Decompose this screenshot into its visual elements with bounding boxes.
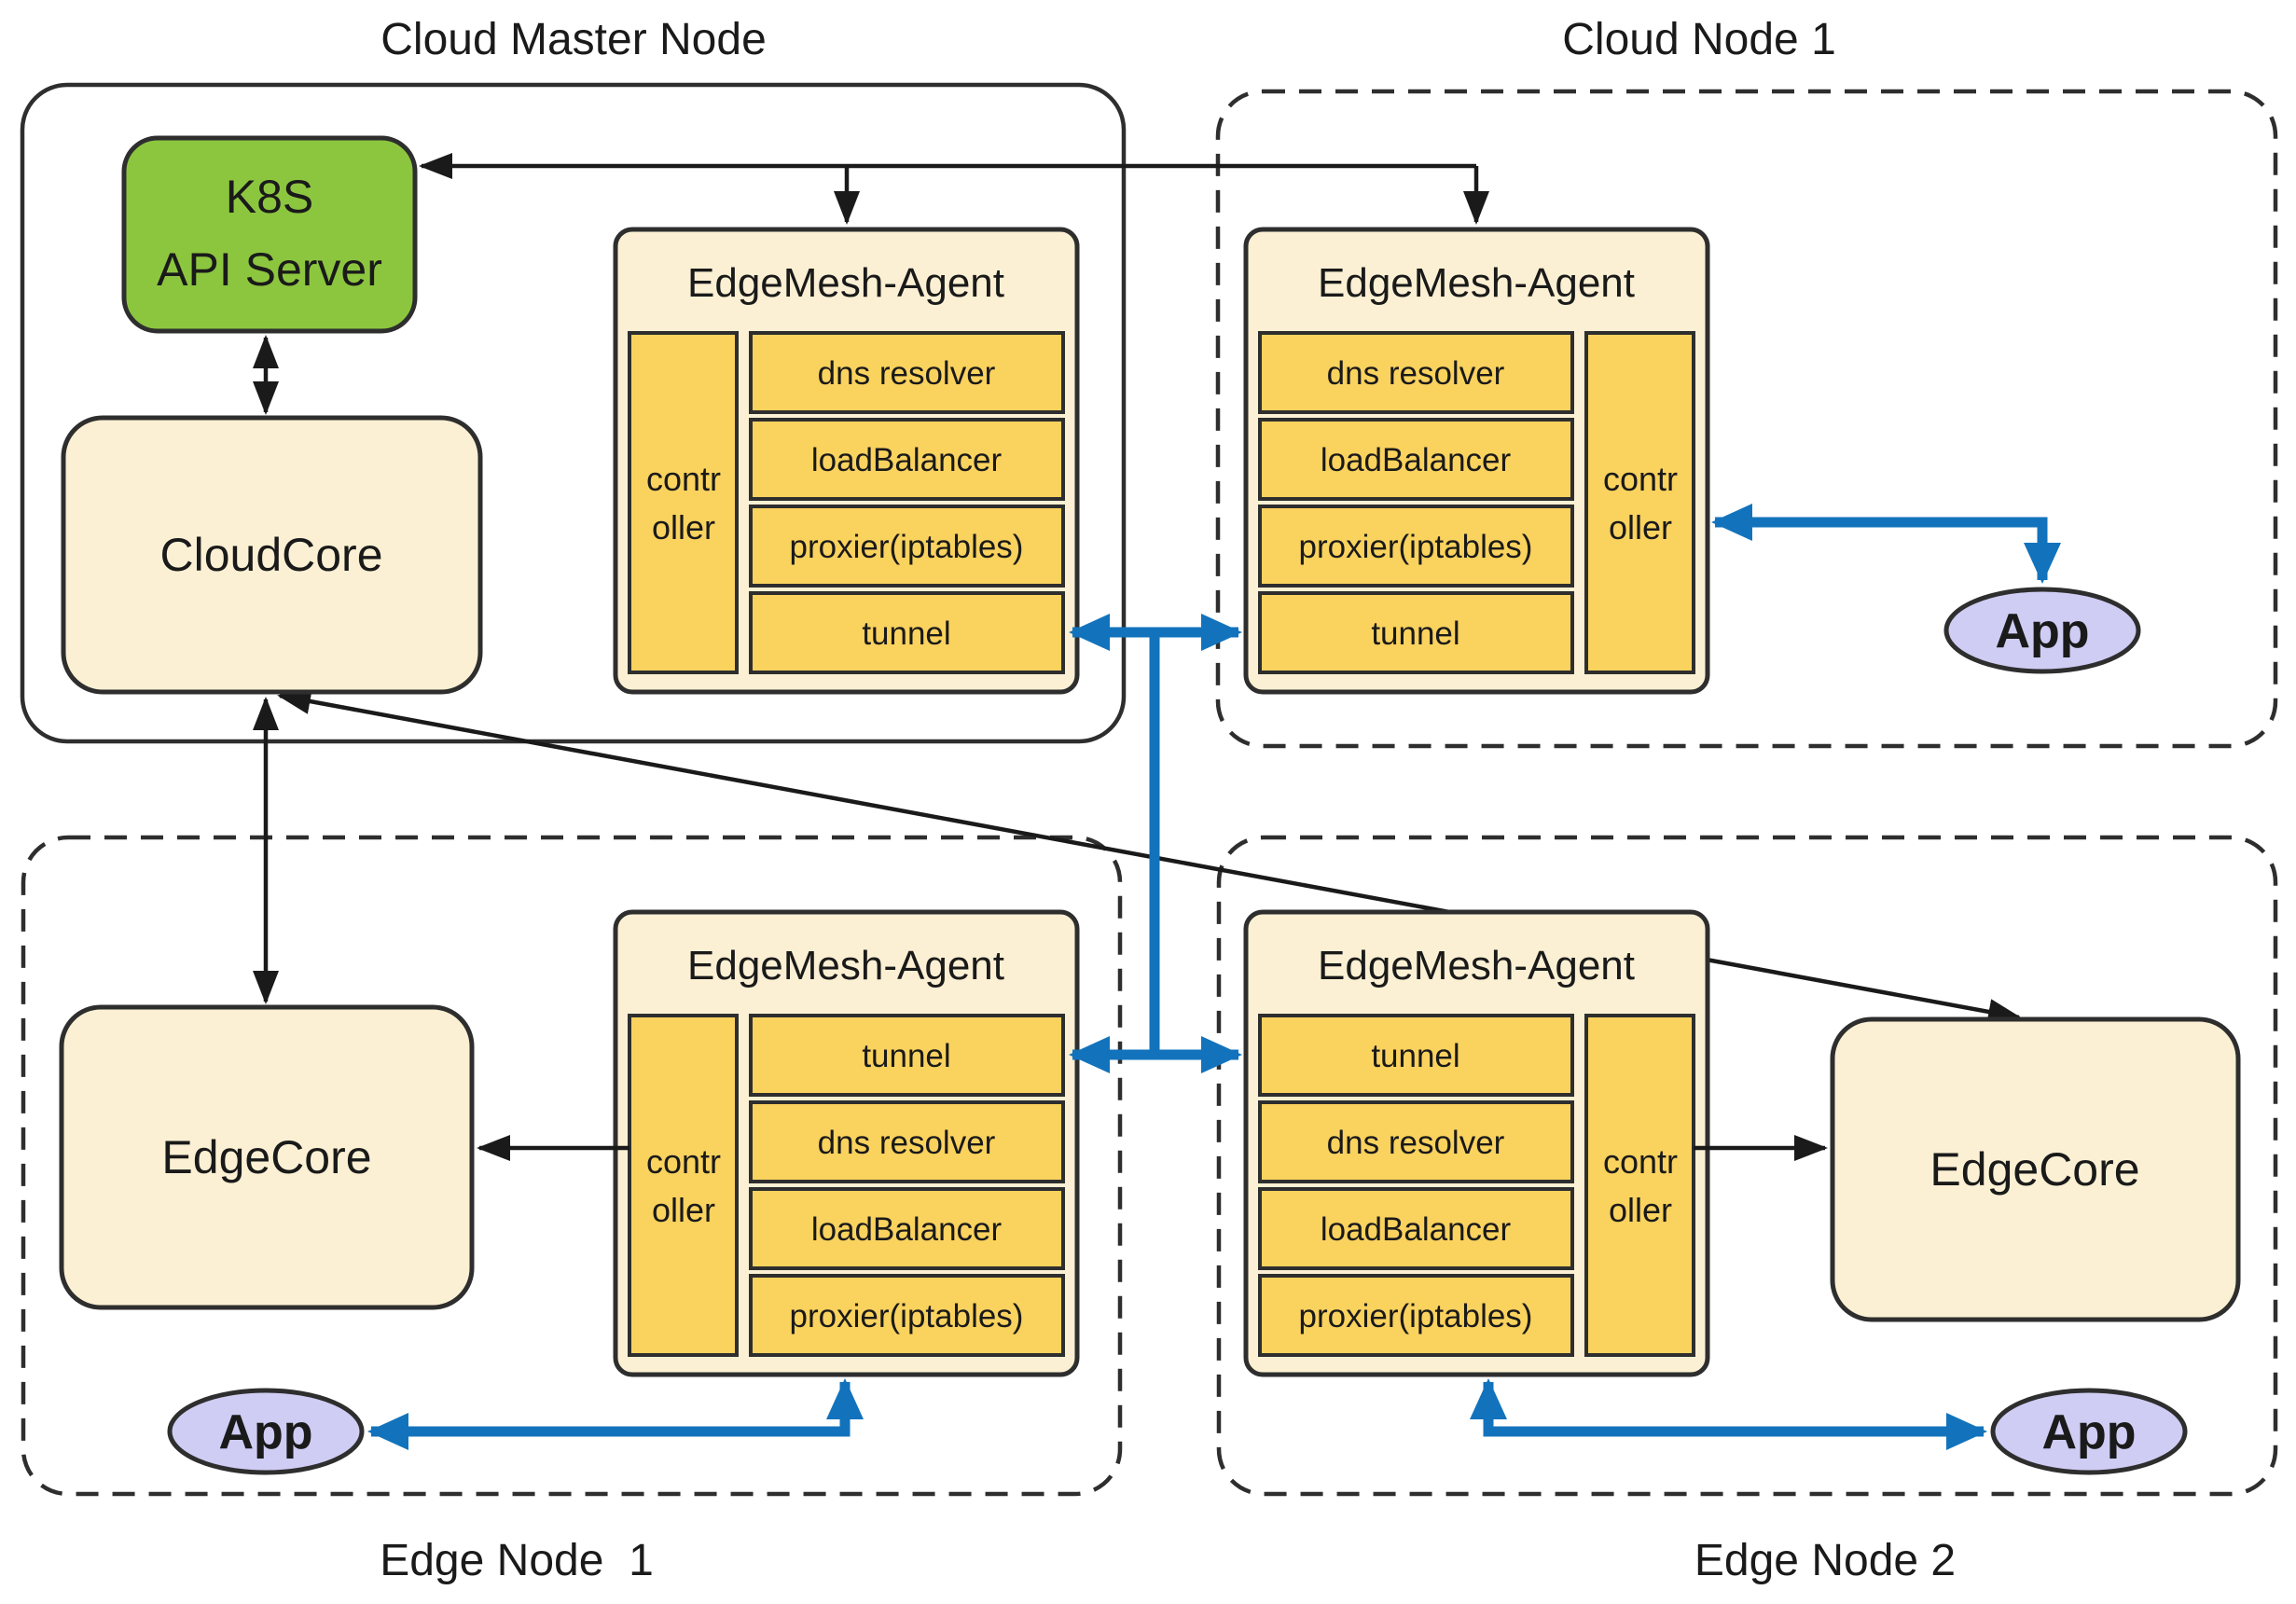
agent-cn1-row-proxier — [1258, 505, 1574, 588]
agent-cn1-controller — [1584, 331, 1695, 674]
agent-e2-controller-label-2: oller — [1609, 1191, 1672, 1229]
agent-e2-row-tunnel-label: tunnel — [1371, 1038, 1459, 1074]
k8s-label-line2: API Server — [157, 243, 382, 296]
app-cn1-ellipse — [1943, 587, 2141, 674]
agent-cm-controller-label-1: contr — [646, 460, 721, 498]
agent-cn1-row-dns — [1258, 331, 1574, 414]
agent-e2-controller — [1584, 1014, 1695, 1357]
edgecore-2: EdgeCore — [1830, 1016, 2241, 1322]
agent-cm-row-dns-label: dns resolver — [818, 355, 996, 392]
edgemesh-agent-cloud-node-1: EdgeMesh-Agent contr oller dns resolver … — [1243, 227, 1710, 695]
cloud-master-node-label: Cloud Master Node — [380, 15, 767, 64]
edgemesh-agent-edge-node-2: EdgeMesh-Agent contr oller tunnel dns re… — [1243, 909, 1710, 1377]
edgecore-2-box — [1830, 1016, 2241, 1322]
cloudcore: CloudCore — [61, 415, 483, 695]
agent-cm-title: EdgeMesh-Agent — [687, 260, 1004, 306]
edge-node-2-label: Edge Node 2 — [1694, 1536, 1956, 1585]
node-containers: Cloud Master Node Cloud Node 1 Edge Node… — [20, 15, 2278, 1585]
arrow-proxier-e2-app — [1470, 1378, 1987, 1450]
agent-cn1-row-dns-label: dns resolver — [1327, 355, 1505, 392]
agent-e2-row-dns — [1258, 1100, 1574, 1183]
agent-e1-controller-label-1: contr — [646, 1142, 721, 1181]
agent-cm-row-lb-label: loadBalancer — [811, 442, 1003, 478]
agent-cm-row-proxier-label: proxier(iptables) — [790, 529, 1024, 565]
arrow-controller-cn1-app — [1711, 504, 2061, 584]
edge-node-1-container — [21, 835, 1123, 1497]
agent-cn1-row-lb — [1258, 418, 1574, 501]
app-cloud-node-1: App — [1943, 587, 2141, 674]
k8s-api-server: K8S API Server — [121, 135, 418, 334]
agent-cm-controller — [628, 331, 739, 674]
app-e1-label: App — [218, 1405, 312, 1459]
edge-node-1-label: Edge Node 1 — [380, 1536, 654, 1585]
agent-e1-title: EdgeMesh-Agent — [687, 943, 1004, 989]
cloudcore-box — [61, 415, 483, 695]
agent-e2-controller-label-1: contr — [1603, 1142, 1678, 1181]
agent-cm-row-lb — [749, 418, 1065, 501]
agent-cn1-row-tunnel-label: tunnel — [1371, 615, 1459, 652]
edgecore-1: EdgeCore — [59, 1004, 475, 1310]
agent-e1-row-proxier — [749, 1274, 1065, 1357]
agent-cm-row-tunnel-label: tunnel — [862, 615, 950, 652]
agent-e2-row-tunnel — [1258, 1014, 1574, 1097]
agent-e1-row-lb-label: loadBalancer — [811, 1211, 1003, 1248]
app-e1-ellipse — [167, 1388, 365, 1475]
agent-e1-row-tunnel-label: tunnel — [862, 1038, 950, 1074]
app-edge-node-1: App — [167, 1388, 365, 1475]
agent-cn1-controller-label-1: contr — [1603, 460, 1678, 498]
edgemesh-agent-cloud-master: EdgeMesh-Agent contr oller dns resolver … — [613, 227, 1080, 695]
agent-e1-row-dns-label: dns resolver — [818, 1125, 996, 1161]
agent-e2-row-dns-label: dns resolver — [1327, 1125, 1505, 1161]
agent-cn1-row-proxier-label: proxier(iptables) — [1299, 529, 1533, 565]
agent-e2-row-proxier-label: proxier(iptables) — [1299, 1298, 1533, 1334]
agent-e1-controller — [628, 1014, 739, 1357]
agent-cm-row-proxier — [749, 505, 1065, 588]
k8s-label-line1: K8S — [226, 171, 314, 223]
agent-e2-row-lb-label: loadBalancer — [1321, 1211, 1512, 1248]
cloudcore-label: CloudCore — [159, 529, 382, 581]
agent-cn1-controller-label-2: oller — [1609, 508, 1672, 546]
agent-e1-row-proxier-label: proxier(iptables) — [790, 1298, 1024, 1334]
agent-cn1-title: EdgeMesh-Agent — [1318, 260, 1635, 306]
agent-e1-row-tunnel — [749, 1014, 1065, 1097]
agent-e1-controller-label-2: oller — [652, 1191, 715, 1229]
black-arrows — [253, 153, 1828, 1161]
app-e2-label: App — [2041, 1405, 2136, 1459]
agent-e2-title: EdgeMesh-Agent — [1318, 943, 1635, 989]
k8s-api-server-box — [121, 135, 418, 334]
edgecore-2-label: EdgeCore — [1929, 1143, 2139, 1196]
arrow-proxier-e1-app — [367, 1378, 864, 1450]
agent-cn1-row-lb-label: loadBalancer — [1321, 442, 1512, 478]
agent-e2-row-lb — [1258, 1187, 1574, 1270]
app-edge-node-2: App — [1990, 1388, 2188, 1475]
agent-cn1-row-tunnel — [1258, 591, 1574, 674]
agent-e1-row-dns — [749, 1100, 1065, 1183]
agent-cm-controller-label-2: oller — [652, 508, 715, 546]
edgecore-1-box — [59, 1004, 475, 1310]
app-e2-ellipse — [1990, 1388, 2188, 1475]
cloud-node-1-label: Cloud Node 1 — [1562, 15, 1836, 64]
app-cn1-label: App — [1995, 604, 2089, 658]
blue-arrows — [367, 504, 2061, 1450]
agent-e2-row-proxier — [1258, 1274, 1574, 1357]
edgemesh-agent-edge-node-1: EdgeMesh-Agent contr oller tunnel dns re… — [613, 909, 1080, 1377]
agent-cm-row-tunnel — [749, 591, 1065, 674]
agent-e1-row-lb — [749, 1187, 1065, 1270]
agent-cm-row-dns — [749, 331, 1065, 414]
edgecore-1-label: EdgeCore — [161, 1131, 371, 1183]
